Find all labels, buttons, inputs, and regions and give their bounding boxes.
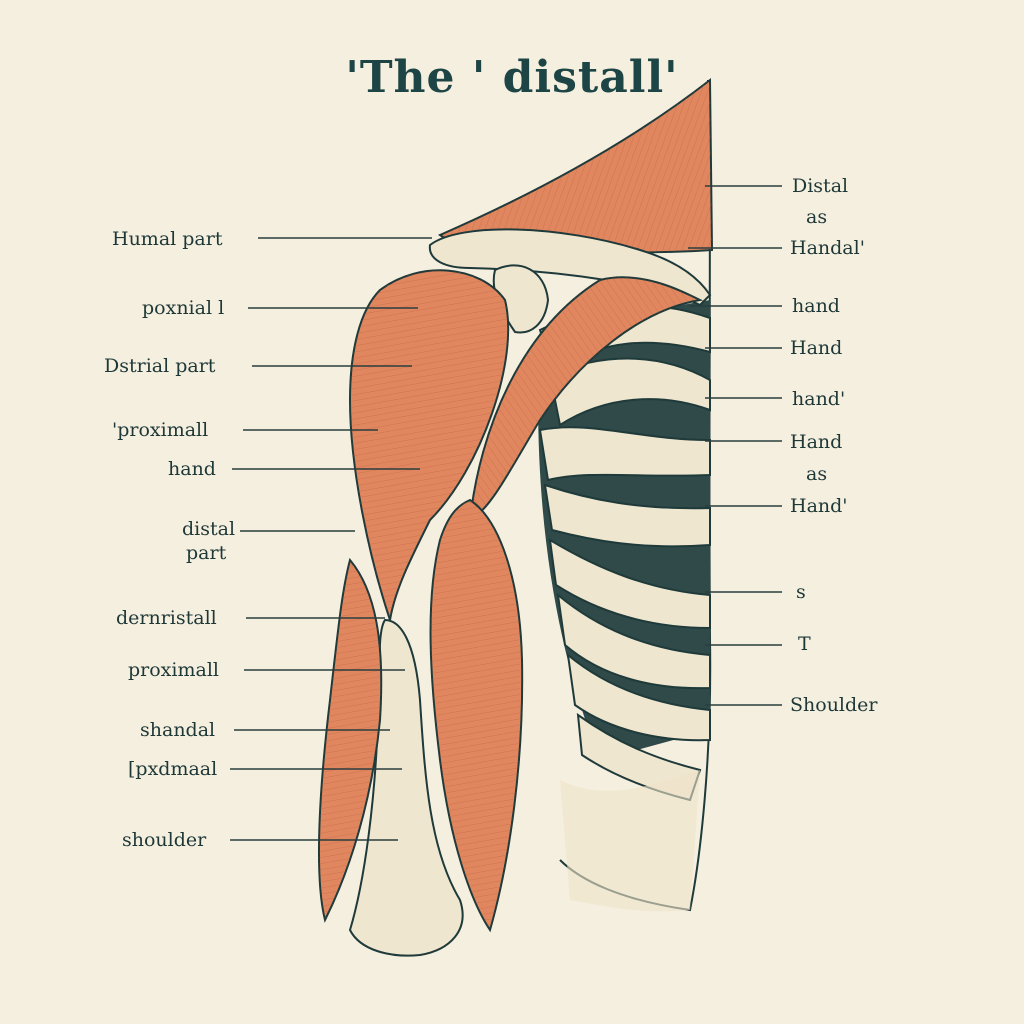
label-t: T [798, 633, 811, 655]
label-handal: Handal' [790, 237, 865, 259]
label-hand-r5: Hand' [790, 495, 848, 517]
label-distal: distal [182, 518, 236, 540]
label-distal-right: Distal [792, 175, 849, 197]
label-humal-part: Humal part [112, 228, 223, 250]
rib-3 [538, 426, 711, 482]
label-pxdmaal: [pxdmaal [128, 758, 218, 780]
label-dstrial-part: Dstrial part [104, 355, 216, 377]
label-proximall-1: 'proximall [112, 419, 209, 441]
label-part: part [186, 542, 227, 564]
label-poxnial: poxnial l [142, 297, 225, 319]
label-as-2: as [806, 463, 828, 485]
rib-5 [548, 538, 711, 630]
rib-6 [556, 592, 711, 690]
label-s: s [796, 581, 806, 603]
label-hand-r2: Hand [790, 337, 843, 359]
label-hand-r1: hand [792, 295, 840, 317]
label-proximall-2: proximall [128, 659, 219, 681]
label-hand-r3: hand' [792, 388, 846, 410]
label-hand-r4: Hand [790, 431, 843, 453]
label-shoulder-right: Shoulder [790, 694, 878, 716]
rib-4 [543, 483, 711, 548]
rib-7 [566, 652, 711, 742]
flank-skin [560, 770, 700, 912]
label-dernristall: dernristall [116, 607, 217, 629]
rib-2 [548, 357, 711, 427]
label-shoulder-left: shoulder [122, 829, 207, 851]
label-as-1: as [806, 206, 828, 228]
label-hand: hand [168, 458, 216, 480]
label-shandal: shandal [140, 719, 216, 741]
diagram-title: 'The ' distall' [345, 52, 679, 103]
ribs [538, 304, 711, 802]
